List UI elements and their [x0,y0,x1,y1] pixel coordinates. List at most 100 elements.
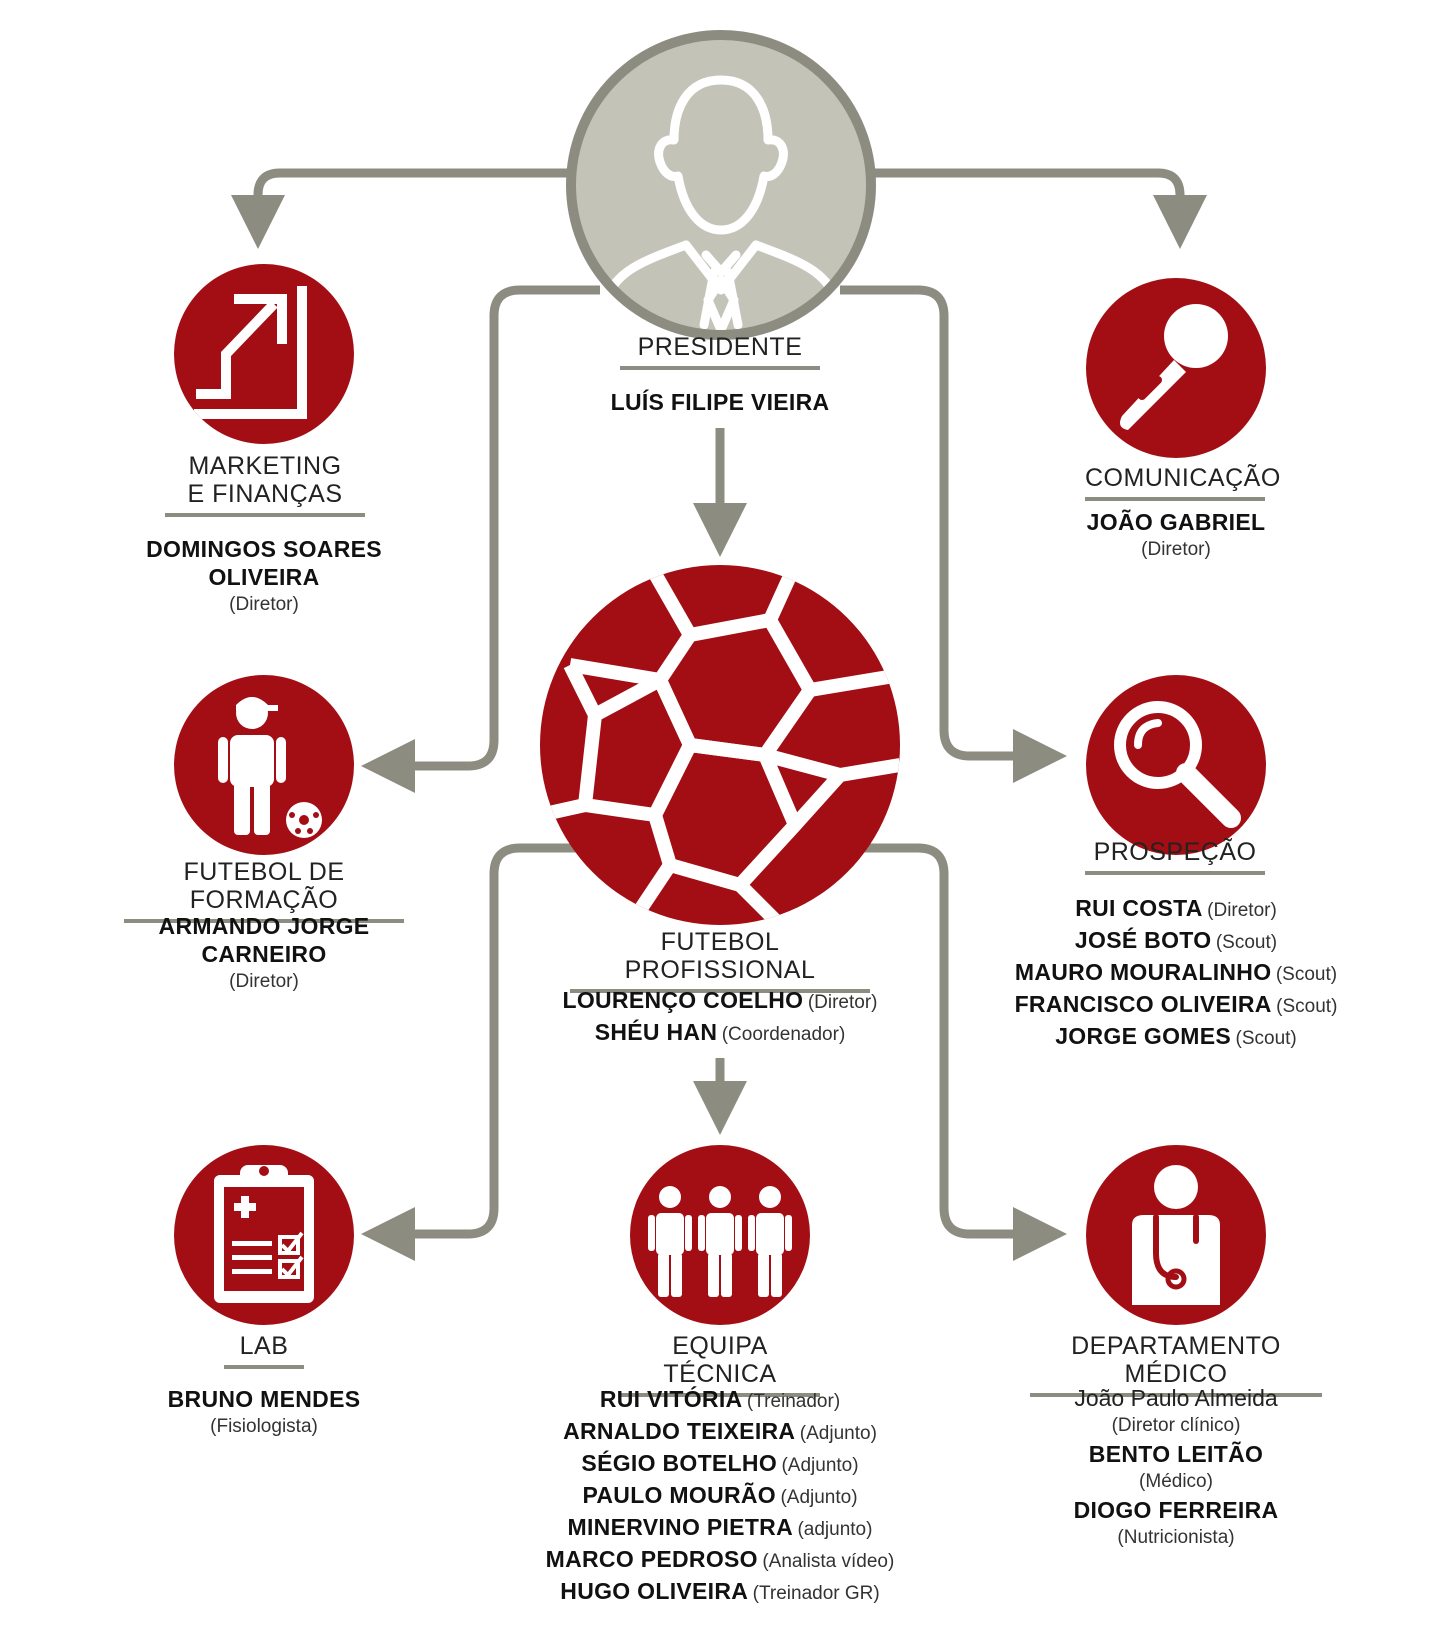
prospecao-label: PROSPEÇÃO [1085,838,1265,875]
prospecao-person: MAURO MOURALINHO (Scout) [1006,958,1346,990]
prospecao-person-role: (Scout) [1215,932,1278,953]
connector-president-formacao [361,285,600,793]
equipa-person-name: HUGO OLIVEIRA [560,1578,749,1604]
profissional-ball [540,565,900,925]
equipa-person-name: ARNALDO TEIXEIRA [563,1418,796,1444]
comunicacao-name-block: JOÃO GABRIEL (Diretor) [1026,508,1326,564]
equipa-person: SÉGIO BOTELHO (Adjunto) [510,1449,930,1481]
lab-label: LAB [224,1332,304,1369]
prospecao-person-role: (Diretor) [1207,900,1277,921]
medico-person-role: (Médico) [1139,1471,1213,1492]
prospecao-person-name: JOSÉ BOTO [1074,927,1212,953]
soccer-ball-icon [540,565,900,925]
formacao-name-line1: ARMANDO JORGE [158,913,370,939]
marketing-name-block: DOMINGOS SOARES OLIVEIRA (Diretor) [114,535,414,619]
connector-profissional-lab [361,843,580,1261]
lab-name-block: BRUNO MENDES (Fisiologista) [114,1385,414,1441]
equipa-person-role: (Adjunto) [799,1423,877,1444]
president-label: PRESIDENTE [620,333,820,370]
formacao-name-line2: CARNEIRO [201,941,327,967]
equipa-person: PAULO MOURÃO (Adjunto) [510,1481,930,1513]
equipa-circle [630,1145,810,1325]
formacao-title: FUTEBOL DE FORMAÇÃO [183,858,345,914]
team-icon [648,1186,792,1297]
equipa-person-role: (Adjunto) [780,1487,858,1508]
president-underline [620,366,820,370]
equipa-person-role: (Adjunto) [781,1455,859,1476]
prospecao-person: FRANCISCO OLIVEIRA (Scout) [1006,990,1346,1022]
formacao-label: FUTEBOL DE FORMAÇÃO [124,858,404,923]
prospecao-person-name: FRANCISCO OLIVEIRA [1014,991,1272,1017]
comunicacao-label: COMUNICAÇÃO [1085,464,1280,501]
connector-president-prospecao [840,285,1067,783]
formacao-circle [174,675,354,855]
lab-role: (Fisiologista) [210,1416,318,1437]
profissional-person-name: SHÉU HAN [594,1019,718,1045]
equipa-name-block: RUI VITÓRIA (Treinador) ARNALDO TEIXEIRA… [510,1385,930,1609]
prospecao-person: JORGE GOMES (Scout) [1006,1022,1346,1054]
equipa-underline [620,1393,820,1397]
equipa-person-name: PAULO MOURÃO [582,1482,776,1508]
medico-person-name: João Paulo Almeida [1074,1385,1278,1411]
marketing-label-line2: E FINANÇAS [187,480,343,508]
lab-underline [224,1365,304,1369]
profissional-person: LOURENÇO COELHO (Diretor) [520,986,920,1018]
prospecao-underline [1085,871,1265,875]
medico-circle [1086,1145,1266,1325]
prospecao-person-name: JORGE GOMES [1055,1023,1232,1049]
equipa-person: ARNALDO TEIXEIRA (Adjunto) [510,1417,930,1449]
equipa-person: HUGO OLIVEIRA (Treinador GR) [510,1577,930,1609]
medico-underline [1030,1393,1322,1397]
medico-person-name: BENTO LEITÃO [1088,1441,1264,1467]
comunicacao-name: JOÃO GABRIEL [1086,509,1266,535]
president-name: LUÍS FILIPE VIEIRA [610,389,830,415]
growth-chart-icon [194,286,307,419]
equipa-person-role: (Treinador) [746,1391,841,1412]
equipa-person-role: (Analista vídeo) [762,1551,895,1572]
formacao-name-block: ARMANDO JORGE CARNEIRO (Diretor) [114,912,414,996]
equipa-person-name: MARCO PEDROSO [545,1546,758,1572]
lab-name: BRUNO MENDES [167,1386,361,1412]
equipa-person: MINERVINO PIETRA (adjunto) [510,1513,930,1545]
youth-player-icon [218,697,322,838]
medico-person-role: (Diretor clínico) [1111,1415,1241,1436]
medico-name-block: João Paulo Almeida (Diretor clínico) BEN… [1026,1384,1326,1552]
comunicacao-circle [1086,278,1266,458]
profissional-person-role: (Diretor) [807,992,878,1013]
person-silhouette-icon [601,75,841,330]
comunicacao-title: COMUNICAÇÃO [1085,464,1281,492]
marketing-underline [165,513,365,517]
medico-person-name: DIOGO FERREIRA [1073,1497,1279,1523]
profissional-person-role: (Coordenador) [721,1024,846,1045]
marketing-name-line2: OLIVEIRA [208,564,320,590]
equipa-person-role: (adjunto) [797,1519,873,1540]
equipa-label: EQUIPA TÉCNICA [620,1332,820,1397]
profissional-underline [570,989,870,993]
connector-president-comunicacao [868,168,1207,249]
prospecao-person-role: (Scout) [1275,964,1338,985]
marketing-circle [174,264,354,444]
equipa-person-name: MINERVINO PIETRA [567,1514,793,1540]
prospecao-person-name: RUI COSTA [1075,895,1203,921]
prospecao-person: RUI COSTA (Diretor) [1006,894,1346,926]
formacao-role: (Diretor) [229,971,299,992]
marketing-role: (Diretor) [229,594,299,615]
clipboard-icon [214,1165,314,1303]
equipa-person-role: (Treinador GR) [752,1583,880,1604]
medico-person-role: (Nutricionista) [1117,1527,1235,1548]
president-name-block: LUÍS FILIPE VIEIRA [520,388,920,416]
doctor-icon [1132,1165,1220,1305]
lab-title: LAB [239,1332,289,1360]
president-avatar [566,30,876,340]
marketing-label: MARKETING E FINANÇAS [165,452,365,517]
prospecao-person-role: (Scout) [1276,996,1338,1017]
formacao-underline [124,919,404,923]
profissional-name-block: LOURENÇO COELHO (Diretor) SHÉU HAN (Coor… [520,986,920,1050]
profissional-person-name: LOURENÇO COELHO [562,987,804,1013]
connector-president-marketing [231,168,572,249]
equipa-person-name: SÉGIO BOTELHO [581,1450,778,1476]
profissional-title: FUTEBOL PROFISSIONAL [624,928,816,984]
lab-circle [174,1145,354,1325]
prospecao-title: PROSPEÇÃO [1093,838,1257,866]
